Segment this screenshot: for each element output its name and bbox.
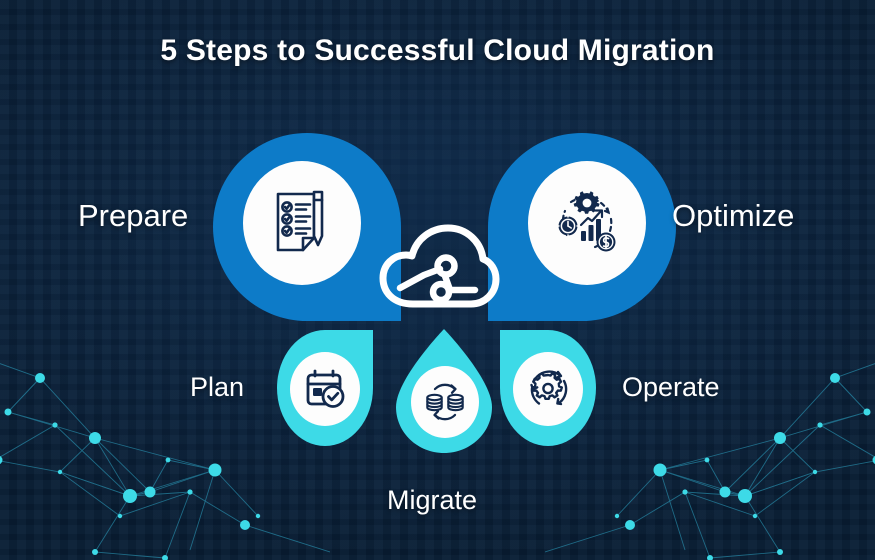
step-label-plan: Plan [190,372,245,402]
calendar-check-icon [306,369,345,408]
analytics-optimize-icon [555,191,616,252]
step-operate[interactable] [500,330,596,446]
optimize-icon-disc [528,161,646,285]
gear-refresh-icon [530,370,568,406]
page-title: 5 Steps to Successful Cloud Migration [160,34,715,67]
step-label-optimize: Optimize [672,198,795,233]
step-label-migrate: Migrate [387,485,478,515]
step-label-operate: Operate [622,372,720,402]
cloud-network-icon [379,224,500,308]
migrate-icon-disc [411,366,479,438]
step-plan[interactable] [277,330,373,446]
step-optimize[interactable] [488,133,676,321]
step-label-prepare: Prepare [78,198,189,233]
step-migrate[interactable] [392,327,496,457]
step-prepare[interactable] [213,133,401,321]
prepare-icon-disc [243,161,361,285]
checklist-pen-icon [276,190,324,252]
plan-icon-disc [290,352,360,426]
database-sync-icon [426,383,464,421]
operate-icon-disc [513,352,583,426]
